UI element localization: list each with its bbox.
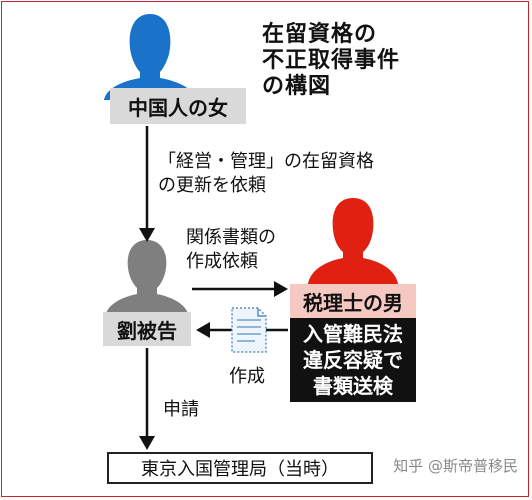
diagram-title: 在留資格の 不正取得事件 の構図 xyxy=(262,22,400,100)
title-line: の構図 xyxy=(262,74,332,99)
documents-request-note: 関係書類の 作成依頼 xyxy=(186,226,276,274)
liu-label: 劉被告 xyxy=(103,312,191,346)
create-note: 作成 xyxy=(229,366,265,387)
apply-note: 申請 xyxy=(163,399,199,420)
title-line: 在留資格の xyxy=(262,22,378,47)
note-line: 「経営・管理」の在留資格 xyxy=(158,151,374,172)
note-line: 作成依頼 xyxy=(186,251,258,272)
note-line: の更新を依頼 xyxy=(158,175,266,196)
arrow-liu-to-man xyxy=(192,281,288,297)
charge-line: 違反容疑で xyxy=(303,348,403,372)
watermark: 知乎 @斯帝普移民 xyxy=(393,457,518,475)
request-renewal-note: 「経営・管理」の在留資格 の更新を依頼 xyxy=(158,150,374,198)
person-woman-icon xyxy=(104,14,196,100)
title-line: 不正取得事件 xyxy=(262,48,401,73)
person-liu-icon xyxy=(106,240,188,314)
charge-box: 入管難民法 違反容疑で 書類送検 xyxy=(290,318,416,402)
arrow-woman-to-liu xyxy=(139,126,155,242)
charge-line: 入管難民法 xyxy=(303,322,403,346)
note-line: 関係書類の xyxy=(186,227,276,248)
document-icon xyxy=(231,307,267,353)
tax-accountant-label: 税理士の男 xyxy=(290,284,416,318)
person-man-icon xyxy=(308,198,398,284)
woman-label: 中国人の女 xyxy=(110,88,246,124)
arrow-liu-to-bureau xyxy=(139,348,155,450)
immigration-bureau-box: 東京入国管理局（当時） xyxy=(107,452,373,484)
charge-line: 書類送検 xyxy=(313,374,393,398)
